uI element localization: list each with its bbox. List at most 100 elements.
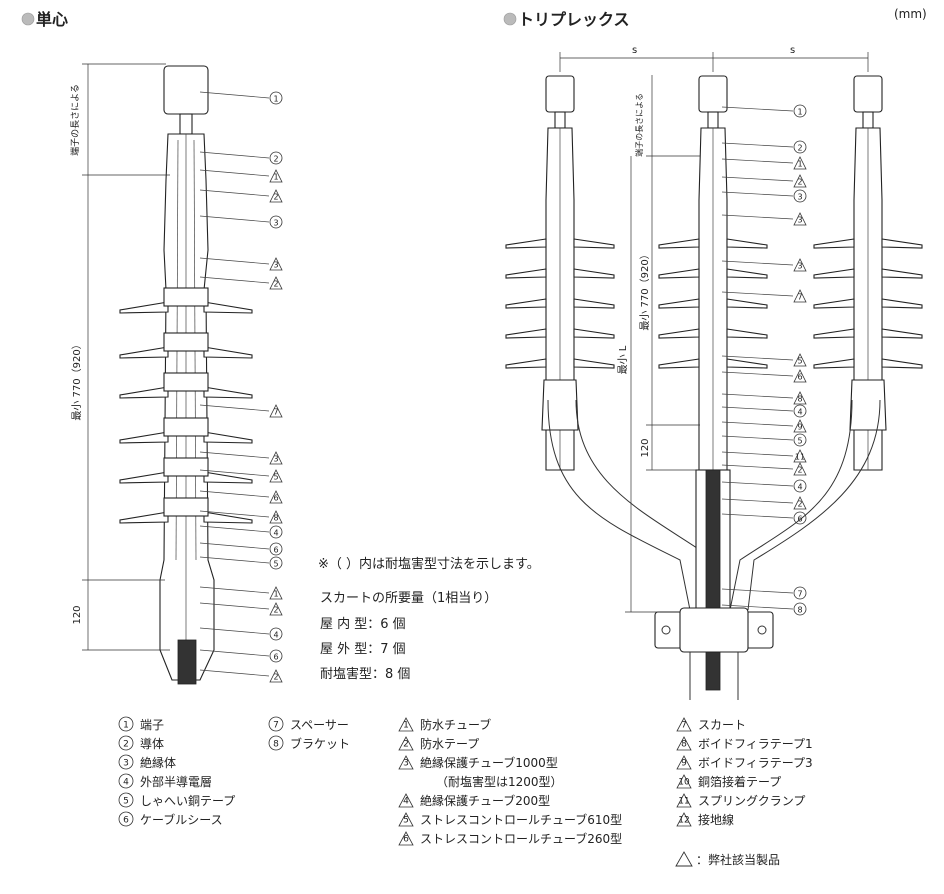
svg-text:11: 11: [795, 453, 805, 462]
skirt-shed: [203, 471, 253, 484]
svg-text:6: 6: [797, 515, 802, 524]
circle-callout: 4: [199, 525, 283, 539]
circle-callout: 5: [199, 556, 283, 570]
svg-text:2: 2: [273, 155, 278, 164]
legend-label: 絶縁保護チューブ200型: [420, 793, 550, 808]
skirt-shed: [203, 386, 253, 399]
legend-label: ストレスコントロールチューブ260型: [420, 831, 622, 846]
svg-text:6: 6: [797, 373, 802, 382]
skirt-shed: [573, 298, 615, 309]
triplex-drawing: s s 端子の長さによる 最小 L 最小 770（920） 120: [505, 45, 923, 700]
skirt-shed: [119, 471, 169, 484]
triangle-callout: 2: [199, 669, 283, 683]
svg-text:6: 6: [403, 835, 409, 845]
svg-text:7: 7: [797, 590, 802, 599]
svg-text:8: 8: [273, 740, 279, 750]
svg-text:2: 2: [797, 500, 802, 509]
skirt-shed: [573, 268, 615, 279]
skirt-shed: [203, 431, 253, 444]
skirt-shed: [505, 358, 547, 369]
svg-text:5: 5: [273, 473, 278, 482]
legend-label: 絶縁保護チューブ1000型: [420, 755, 558, 770]
legend-label: ボイドフィラテープ3: [698, 756, 813, 770]
legend-label: ブラケット: [290, 736, 350, 751]
skirt-shed: [119, 431, 169, 444]
triangle-callout: 2: [199, 189, 283, 203]
circle-callout: 2: [199, 151, 283, 165]
skirt-shed: [203, 346, 253, 359]
skirt-shed: [119, 386, 169, 399]
skirt-shed: [119, 346, 169, 359]
svg-text:3: 3: [403, 759, 409, 769]
triangle-callout: 6: [721, 369, 807, 383]
triangle-callout: 7: [199, 404, 283, 418]
shed-collar: [163, 497, 209, 517]
svg-text:2: 2: [403, 740, 409, 750]
svg-text:4: 4: [797, 483, 802, 492]
svg-text:3: 3: [797, 216, 802, 225]
circle-callout: 7: [721, 586, 807, 600]
shed-collar: [163, 457, 209, 477]
svg-text:5: 5: [273, 560, 278, 569]
skirt-shed: [726, 298, 768, 309]
circle-callout: 4: [721, 479, 807, 493]
triangle-callout: 11: [721, 449, 807, 463]
single-core-drawing: 端子の長さによる 最小 770（920） 120: [69, 63, 253, 685]
triangle-callout: 2: [721, 174, 807, 188]
skirt-title: スカートの所要量（1相当り）: [320, 591, 497, 606]
circle-callout: 1: [199, 91, 283, 105]
skirt-shed: [573, 358, 615, 369]
skirt-shed: [573, 328, 615, 339]
triangle-callout: 7: [721, 289, 807, 303]
circle-callout: 3: [721, 189, 807, 203]
legend-label: スプリングクランプ: [698, 794, 805, 808]
legend-label: スカート: [698, 718, 746, 732]
triangle-callout: 6: [199, 490, 283, 504]
dim-lower-triplex: 120: [640, 438, 651, 457]
svg-text:1: 1: [797, 108, 802, 117]
skirt-shed: [658, 298, 700, 309]
svg-text:8: 8: [797, 606, 802, 615]
legend-label: 外部半導電層: [140, 774, 212, 789]
svg-text:8: 8: [681, 740, 687, 750]
skirt-shed: [813, 298, 855, 309]
triangle-callout: 8: [199, 510, 283, 524]
svg-text:6: 6: [273, 546, 278, 555]
skirt-shed: [881, 298, 923, 309]
triangle-callout: 3: [199, 257, 283, 271]
circle-callout: 3: [199, 215, 283, 229]
legend-label: 接地線: [698, 812, 734, 827]
legend-item: 3 絶縁保護チューブ1000型: [398, 755, 558, 770]
triangle-callout: 3: [199, 451, 283, 465]
svg-text:3: 3: [273, 219, 278, 228]
triangle-callout: 2: [721, 462, 807, 476]
svg-text:9: 9: [797, 423, 802, 432]
phase-column: [658, 75, 768, 471]
dim-terminal-length-triplex: 端子の長さによる: [634, 93, 644, 157]
shed-collar: [163, 287, 209, 307]
dim-spacing-left: s: [632, 45, 637, 56]
legend-item: 8 ブラケット: [268, 735, 350, 751]
skirt-shed: [573, 238, 615, 249]
svg-text:9: 9: [681, 759, 687, 769]
dim-main-length-triplex: 最小 770（920）: [639, 249, 651, 330]
svg-text:7: 7: [273, 721, 279, 731]
dim-main-length: 最小 770（920）: [71, 339, 83, 420]
skirt-outdoor: 屋 外 型：7 個: [320, 642, 406, 657]
svg-text:2: 2: [273, 673, 278, 682]
legend-label: スペーサー: [290, 718, 349, 732]
skirt-shed: [658, 268, 700, 279]
footnote: ：弊社該当製品: [696, 852, 780, 867]
circle-callout: 8: [721, 602, 807, 616]
skirt-shed: [658, 238, 700, 249]
